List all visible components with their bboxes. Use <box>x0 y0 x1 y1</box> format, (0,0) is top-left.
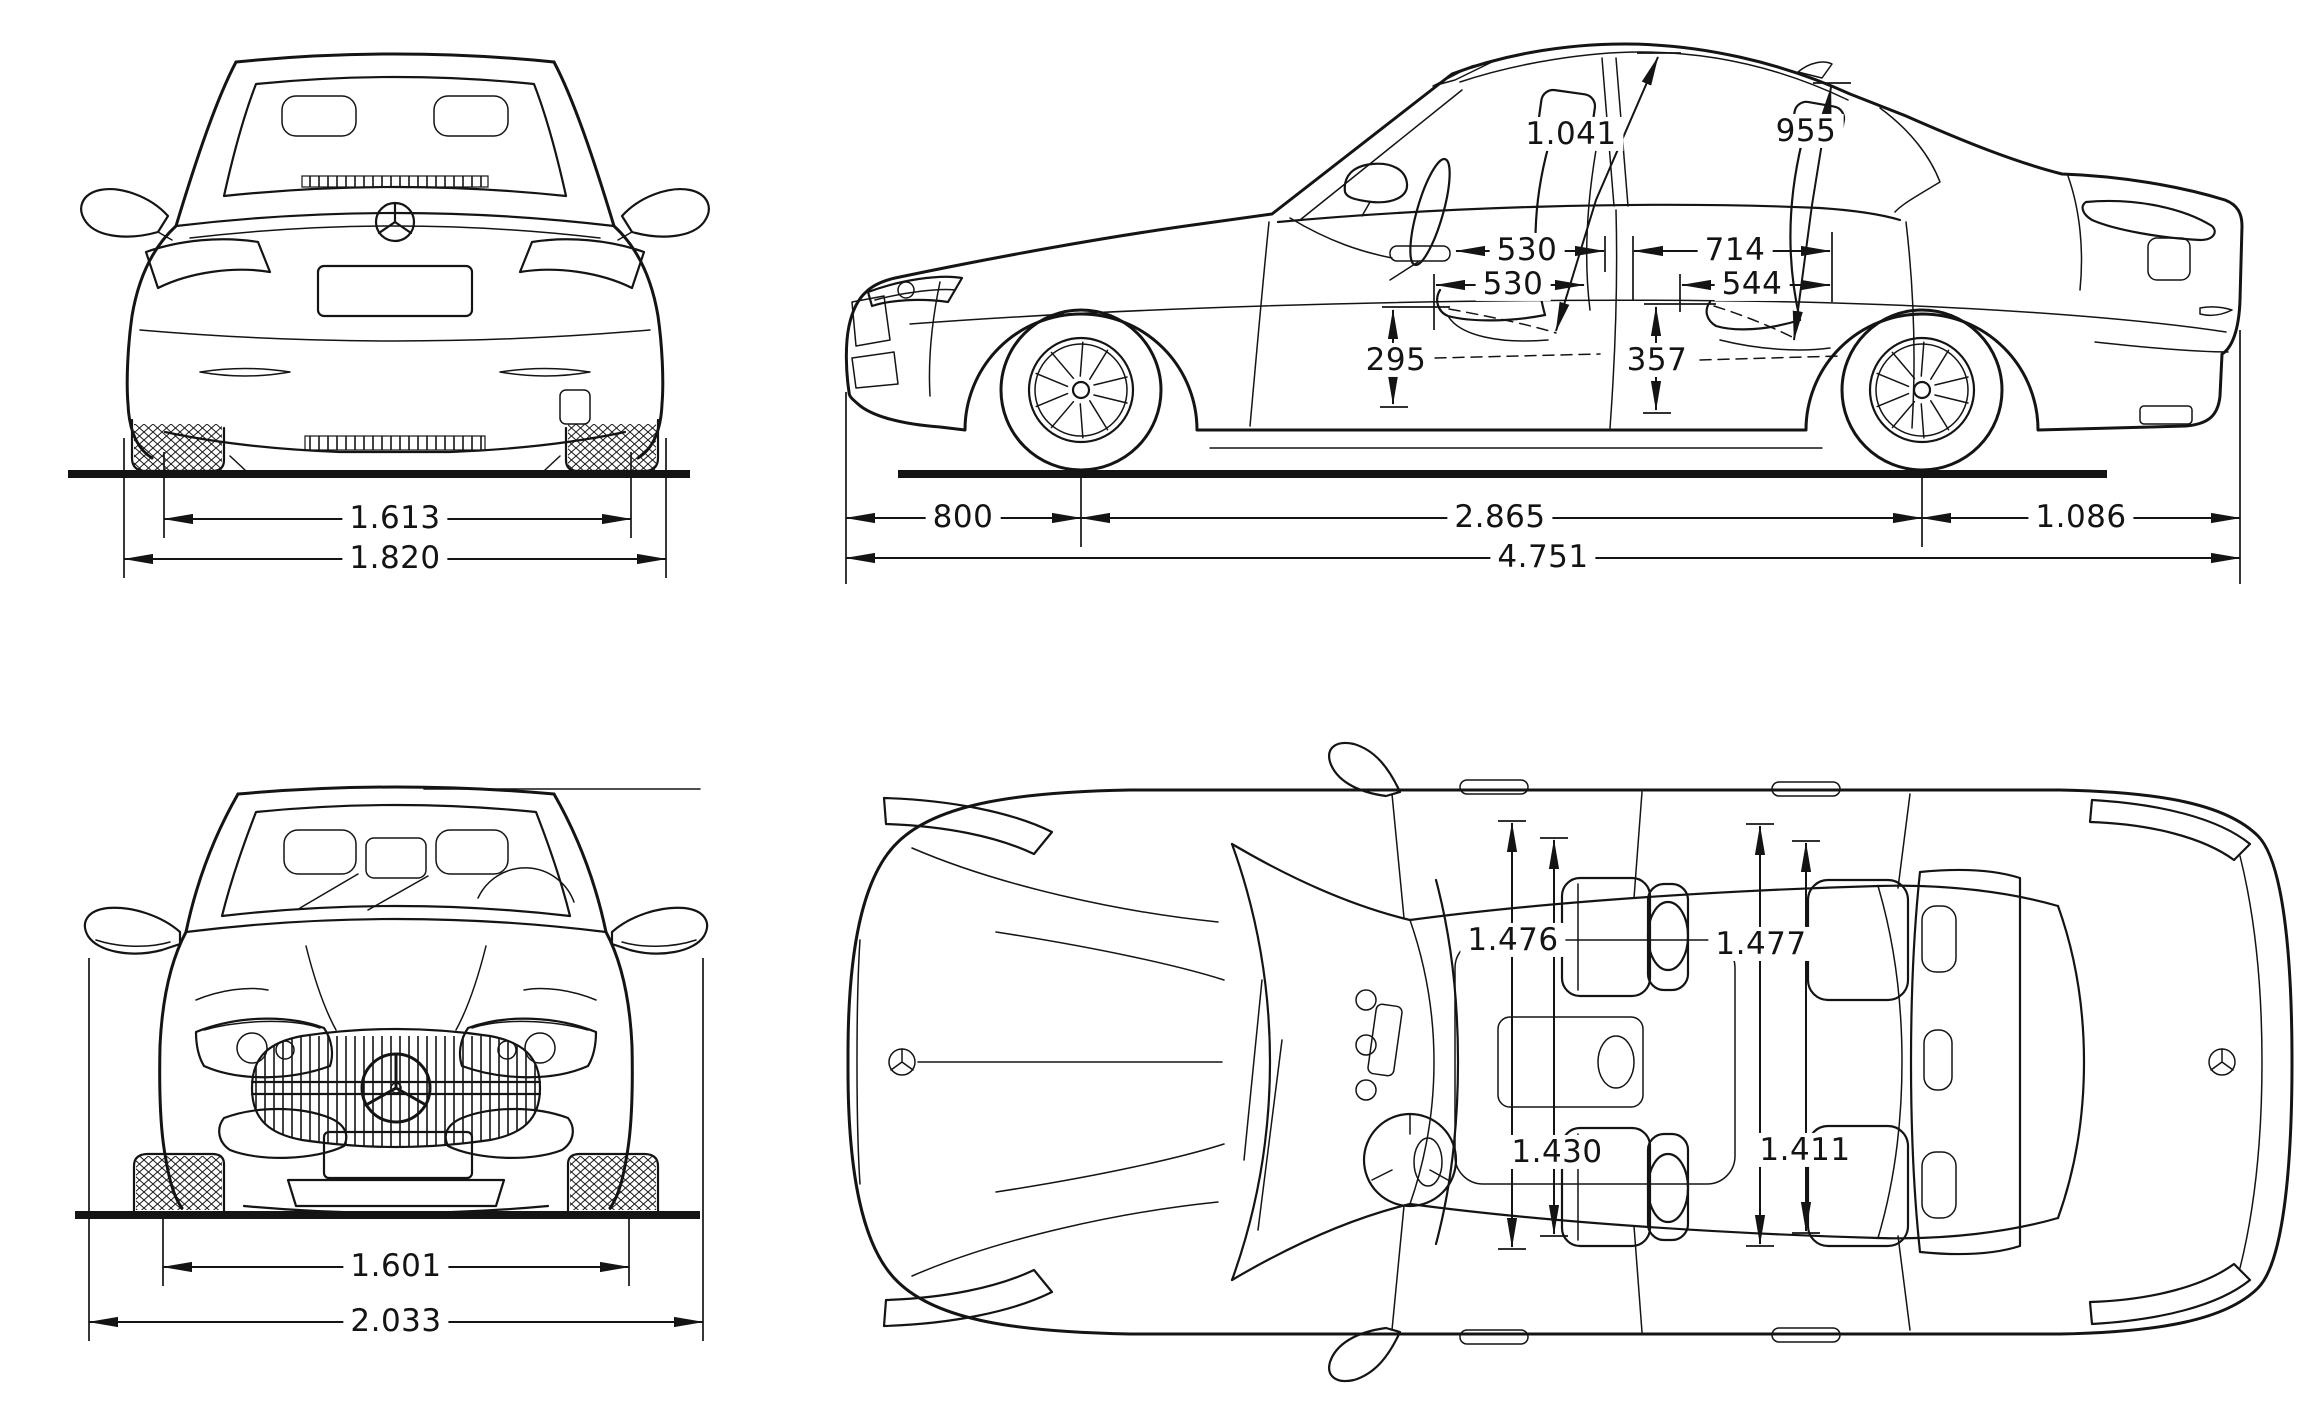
front-intake-side <box>851 351 899 389</box>
headlight-top-left <box>882 796 1054 856</box>
intake-left <box>218 1107 348 1159</box>
front-license-plate <box>322 1130 474 1180</box>
intake-right <box>444 1107 574 1159</box>
dimensions-top <box>1498 820 1820 1250</box>
mercedes-star-icon-trunk <box>2208 1048 2236 1076</box>
dim-rear-elbow-room: 1.411 <box>1752 1133 1858 1167</box>
top-view-drawing <box>846 741 2294 1383</box>
rear-wheel <box>1840 308 2004 472</box>
side-mirror <box>1343 162 1409 217</box>
center-console <box>1497 1016 1644 1108</box>
mercedes-star-icon-hood <box>888 1048 916 1076</box>
rear-bench-top <box>1806 868 2022 1256</box>
fuel-door <box>2147 237 2191 281</box>
center-display <box>1367 1003 1403 1077</box>
rear-headrest-right <box>433 95 509 137</box>
dim-width-incl-mirrors: 2.033 <box>343 1304 449 1338</box>
dim-rear-overhang: 1.086 <box>2028 500 2134 534</box>
dim-wheelbase: 2.865 <box>1447 500 1553 534</box>
wipers-top <box>1243 979 1283 1231</box>
taillight-side <box>2081 199 2216 242</box>
dim-rear-kneeroom: 544 <box>1714 267 1790 301</box>
steering-wheel-front <box>477 867 575 903</box>
diffuser <box>304 435 486 451</box>
dim-overall-length: 4.751 <box>1490 540 1596 574</box>
dim-rear-legroom: 714 <box>1697 233 1773 267</box>
taillight-top-right <box>2088 1262 2252 1326</box>
taillight-right <box>518 238 646 290</box>
dim-front-seat-height: 295 <box>1358 343 1434 377</box>
steering-wheel-top <box>1362 1112 1458 1208</box>
lower-grille <box>286 1178 506 1208</box>
mercedes-star-icon-front <box>360 1052 432 1124</box>
taillight-top-left <box>2088 798 2252 862</box>
dim-front-headroom: 1.041 <box>1518 117 1624 151</box>
mirror-right-front <box>610 906 709 955</box>
taillight-left <box>144 238 272 290</box>
dim-rear-track: 1.613 <box>342 501 448 535</box>
front-wheel <box>999 308 1163 472</box>
headlight-top-right <box>882 1268 1054 1328</box>
reflector-left <box>199 367 291 377</box>
side-view-drawing <box>844 42 2244 478</box>
front-tire-right <box>566 1152 660 1214</box>
radiator-grille <box>250 1027 542 1149</box>
rear-window <box>222 75 568 198</box>
dim-front-elbow-room: 1.430 <box>1504 1135 1610 1169</box>
windshield <box>220 803 572 918</box>
sunroof-edge <box>1432 61 1493 87</box>
sunroof <box>1454 939 1736 1185</box>
front-headrest-left <box>283 829 357 875</box>
mirror-right <box>617 188 710 241</box>
dim-rear-seat-height: 357 <box>1619 343 1695 377</box>
dim-front-track: 1.601 <box>343 1249 449 1283</box>
front-tire-left <box>132 1152 226 1214</box>
dim-rear-body-width: 1.820 <box>342 541 448 575</box>
mirror-top-upper <box>1328 741 1402 798</box>
rear-headrest-left <box>281 95 357 137</box>
dim-front-overhang: 800 <box>925 500 1001 534</box>
wipers <box>299 873 429 911</box>
tow-cover <box>559 389 591 425</box>
front-seats-top <box>1560 876 1690 1248</box>
reflector-right <box>499 367 591 377</box>
door-handle-front <box>1389 245 1451 262</box>
dashboard <box>1434 878 1460 1246</box>
rear-view-drawing <box>68 52 710 478</box>
mercedes-star-icon <box>374 201 416 243</box>
dim-front-legroom-upper: 530 <box>1489 233 1565 267</box>
dim-front-shoulder-room: 1.476 <box>1460 923 1566 957</box>
license-plate <box>316 264 474 318</box>
front-grille-side <box>851 295 891 347</box>
dim-front-legroom-lower: 530 <box>1475 267 1551 301</box>
rear-reflector <box>2199 306 2233 317</box>
mirror-left-front <box>83 906 182 955</box>
third-brake-light <box>301 175 489 188</box>
antenna-fin <box>1797 61 1833 79</box>
rear-tire-left <box>130 418 226 473</box>
dim-rear-shoulder-room: 1.477 <box>1708 927 1814 961</box>
front-headrest-right <box>435 829 509 875</box>
mirror-top-lower <box>1328 1326 1402 1383</box>
front-view-drawing <box>75 785 709 1219</box>
rearview-mirror <box>365 837 427 879</box>
exhaust-tip <box>2139 405 2193 425</box>
mirror-left <box>80 188 173 241</box>
rear-tire-right <box>564 418 660 473</box>
dim-rear-headroom: 955 <box>1768 114 1844 148</box>
